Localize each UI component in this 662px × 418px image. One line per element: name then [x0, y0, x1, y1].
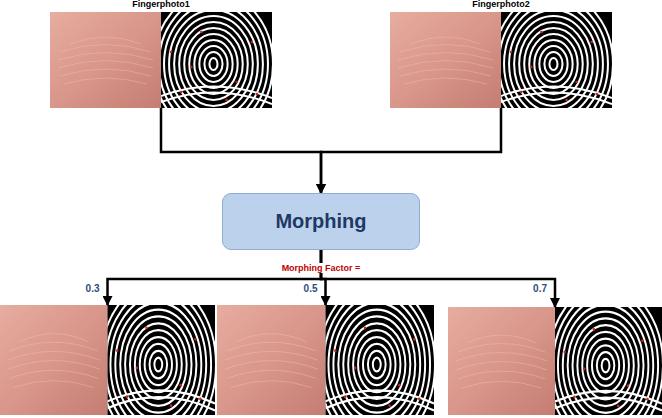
image-node: Fingerphoto2 — [390, 12, 612, 108]
image-heading: Fingerphoto2 — [390, 0, 612, 9]
process-box: Morphing — [222, 193, 420, 250]
connector-arrow — [321, 108, 501, 193]
factor-label: Morphing Factor = — [280, 263, 363, 273]
image-node: Fingerphoto1 — [50, 12, 272, 108]
connector-arrow — [161, 108, 321, 193]
image-node — [217, 305, 434, 415]
connector-arrow — [108, 250, 322, 305]
image-node — [0, 305, 215, 415]
connector-arrow — [321, 250, 555, 307]
morphing-factor-value: 0.7 — [533, 283, 547, 294]
image-heading: Fingerphoto1 — [50, 0, 272, 9]
morphing-factor-value: 0.3 — [86, 283, 100, 294]
box-label: Morphing — [275, 210, 366, 233]
image-node — [448, 307, 662, 415]
morphing-factor-value: 0.5 — [304, 283, 318, 294]
